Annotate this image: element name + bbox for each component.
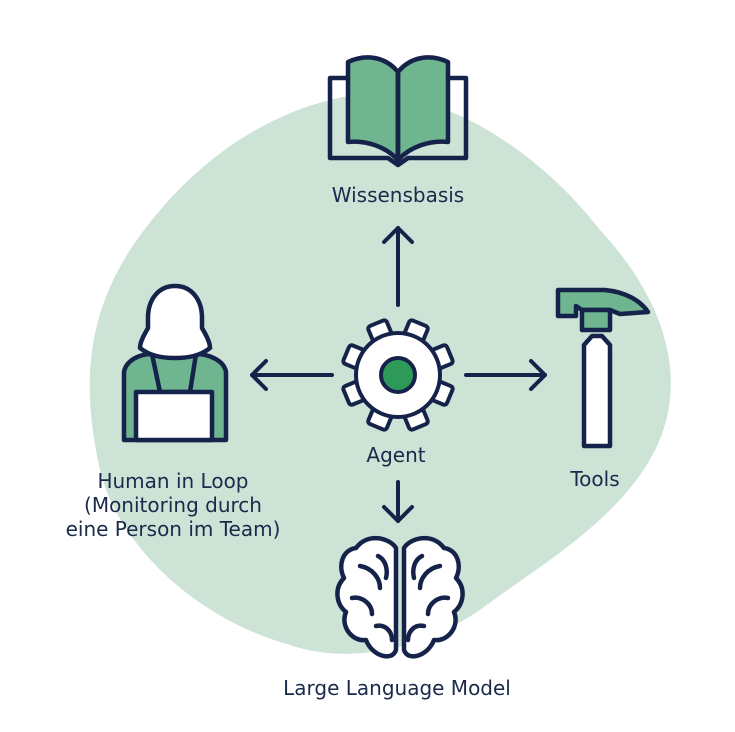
human-label-line-1: Human in Loop — [97, 469, 249, 493]
brain-icon — [335, 536, 465, 659]
human-label: Human in Loop (Monitoring durch eine Per… — [48, 469, 298, 541]
human-label-line-2: (Monitoring durch — [84, 493, 262, 517]
arrow-to-human — [250, 359, 334, 391]
arrow-to-knowledge — [382, 226, 414, 307]
agent-label: Agent — [366, 443, 426, 467]
human-label-line-3: eine Person im Team) — [65, 517, 281, 541]
arrow-to-tools — [464, 359, 547, 391]
knowledge-label: Wissensbasis — [331, 183, 465, 207]
hammer-icon — [555, 287, 651, 449]
book-icon — [327, 55, 469, 168]
llm-label: Large Language Model — [283, 676, 511, 700]
person-laptop-icon — [121, 283, 229, 443]
gear-icon — [341, 318, 455, 432]
tools-label: Tools — [570, 467, 620, 491]
arrow-to-llm — [382, 480, 414, 523]
